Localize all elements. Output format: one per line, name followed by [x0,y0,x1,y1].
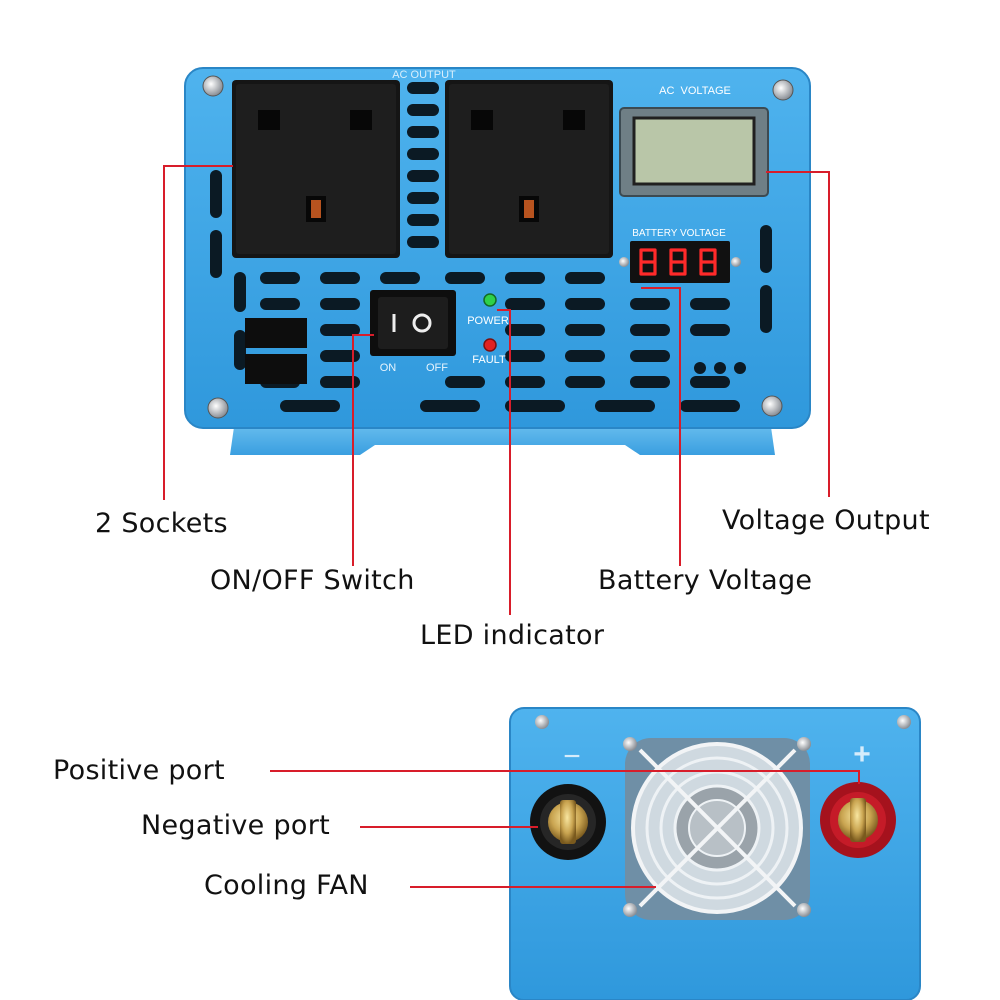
label-led-indicator: LED indicator [420,620,605,651]
label-battery-voltage: Battery Voltage [598,565,813,596]
vent-slots [210,82,772,412]
label-negative-port: Negative port [141,810,330,841]
screw [202,75,794,419]
cooling-fan [623,737,811,920]
power-led-label: POWER [467,315,509,327]
callout-line-battery-voltage [641,287,681,289]
label-positive-port: Positive port [53,755,225,786]
label-voltage-output: Voltage Output [722,505,930,536]
positive-terminal [820,782,896,858]
callout-line-positive-port [858,770,860,784]
callout-line-sockets [163,165,233,167]
label-2-sockets: 2 Sockets [95,508,228,539]
switch-on-label: ON [380,362,397,374]
callout-line-positive-port [270,770,860,772]
battery-voltage-panel-label: BATTERY VOLTAGE [632,228,726,239]
callout-line-switch [352,334,374,336]
callout-line-negative-port [360,826,538,828]
switch-off-label: OFF [426,362,448,374]
ac-voltage-lcd [632,116,756,186]
ac-socket-right [445,80,613,258]
ac-socket-left [232,80,400,258]
callout-line-led [509,309,511,615]
callout-line-voltage-output [766,171,830,173]
ac-voltage-label: AC VOLTAGE [659,85,731,97]
callout-line-switch [352,334,354,566]
fault-led [483,338,497,352]
positive-sign: + [853,738,871,771]
callout-line-sockets [163,165,165,500]
callout-line-cooling-fan [410,886,656,888]
negative-sign: − [563,740,581,773]
callout-line-led [497,309,511,311]
label-cooling-fan: Cooling FAN [204,870,369,901]
on-off-switch[interactable] [370,290,456,356]
power-led [483,293,497,307]
battery-voltage-digits [639,248,717,276]
usb-port [245,318,307,348]
usb-port [245,354,307,384]
label-on-off-switch: ON/OFF Switch [210,565,415,596]
negative-terminal [530,784,606,860]
callout-line-battery-voltage [679,287,681,566]
callout-line-voltage-output [828,171,830,497]
ac-output-label: AC OUTPUT [392,69,456,81]
fault-led-label: FAULT [472,354,506,366]
